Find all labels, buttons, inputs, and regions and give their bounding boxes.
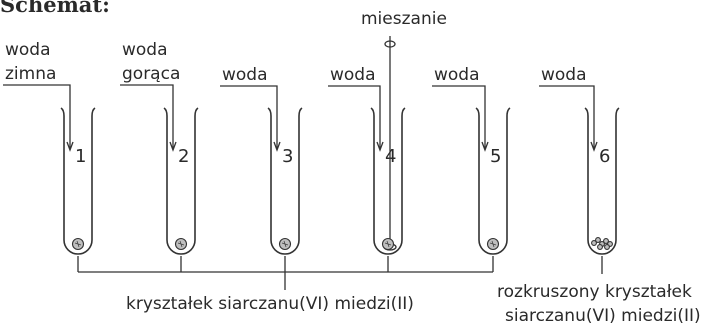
crystal-facets [384, 240, 392, 248]
crushed-caption-line-2: siarczanu(VI) miedzi(II) [505, 306, 701, 326]
test-tube-1: woda zimna 1 [3, 40, 96, 255]
stirrer-handle [384, 40, 396, 48]
water-pointer-line [220, 85, 278, 148]
test-tube-4: woda 4 [328, 36, 406, 255]
water-pointer-line [432, 85, 486, 148]
test-tube-3: woda 3 [220, 65, 303, 255]
water-pointer-line [539, 85, 595, 148]
arrow-head [273, 141, 281, 152]
crystal-bracket [77, 256, 494, 290]
water-label-line-1: woda [330, 65, 376, 85]
crystal-facets [281, 240, 289, 248]
water-label-line-2: zimna [5, 64, 56, 84]
arrow-head [481, 141, 489, 152]
water-pointer-line [3, 84, 71, 148]
tube-outline [163, 107, 199, 255]
tube-outline [267, 107, 303, 255]
crystal-caption: kryształek siarczanu(VI) miedzi(II) [126, 294, 414, 314]
arrow-head [169, 141, 177, 152]
crystal-crushed [591, 237, 613, 250]
tube-number: 2 [178, 146, 189, 167]
water-label-line-2: gorąca [122, 64, 180, 84]
crushed-caption-line-1: rozkruszony kryształek [497, 282, 692, 302]
crystal-fragment [603, 238, 609, 244]
tube-number: 1 [75, 146, 86, 167]
tube-number: 3 [282, 146, 293, 167]
arrow-head [590, 141, 598, 152]
tube-outline [60, 107, 96, 255]
tube-number: 6 [599, 146, 610, 167]
water-pointer-line [120, 84, 174, 148]
crystal-facets [177, 240, 185, 248]
test-tube-5: woda 5 [432, 65, 511, 255]
tube-number: 5 [490, 146, 501, 167]
water-pointer-line [328, 85, 381, 148]
crystal-fragment [604, 244, 610, 250]
water-label-line-1: woda [122, 40, 168, 60]
tube-outline [475, 107, 511, 255]
water-label-line-1: woda [434, 65, 480, 85]
arrow-head [66, 141, 74, 152]
crystal-facets [489, 240, 497, 248]
tube-outline [584, 107, 620, 255]
crystal-fragment [597, 244, 603, 250]
water-label-line-1: woda [222, 65, 268, 85]
test-tube-6: woda 6 [539, 65, 620, 255]
test-tubes: wodazimna1wodagorąca2woda3woda4woda5woda… [3, 36, 620, 255]
arrow-head [376, 141, 384, 152]
tube-number: 4 [385, 146, 396, 167]
water-label-line-1: woda [541, 65, 587, 85]
test-tube-2: woda gorąca 2 [120, 40, 199, 255]
stirring-label: mieszanie [361, 9, 447, 29]
water-label-line-1: woda [5, 40, 51, 60]
crystal-facets [74, 240, 82, 248]
diagram-title: Schemat: [0, 0, 110, 17]
crystal-fragment [591, 240, 597, 246]
crystal-fragment [595, 237, 601, 243]
tube-outline [370, 107, 406, 255]
